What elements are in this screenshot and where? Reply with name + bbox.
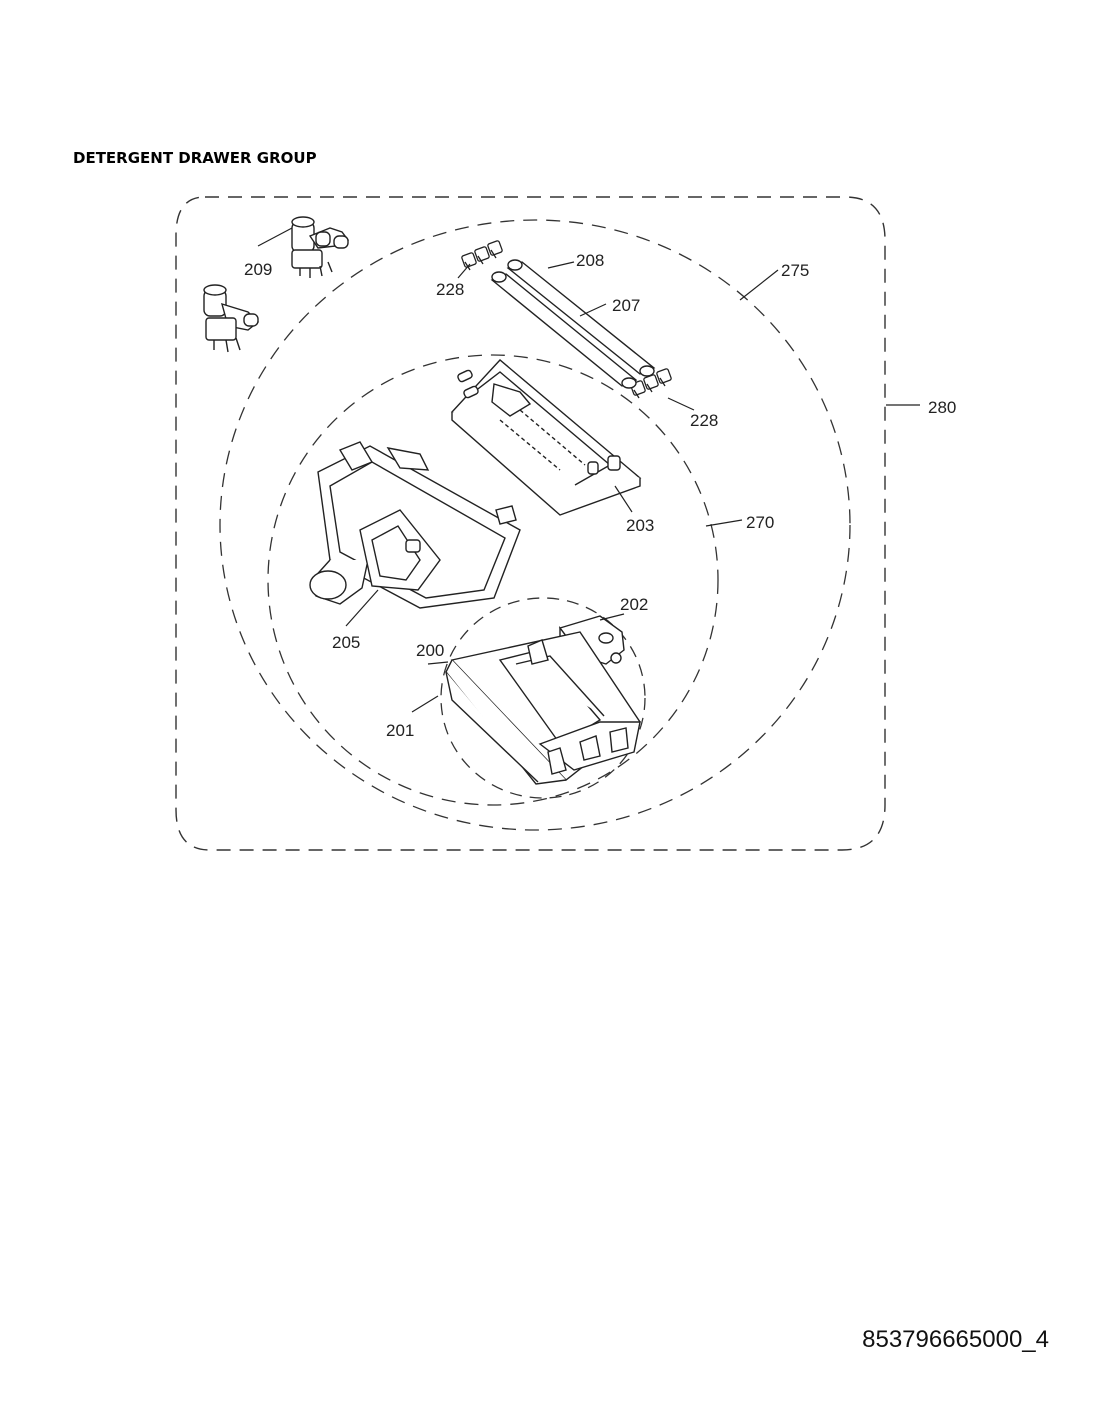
callout-270: 270 (746, 513, 774, 532)
callout-203: 203 (626, 516, 654, 535)
group-circle-275 (219, 219, 851, 831)
callout-209: 209 (244, 260, 272, 279)
group-circle-200 (440, 597, 646, 799)
callout-228-top: 228 (436, 280, 464, 299)
group-boundary-280 (175, 196, 886, 851)
page-title: DETERGENT DRAWER GROUP (73, 149, 317, 167)
callout-228-bottom: 228 (690, 411, 718, 430)
group-circle-270 (267, 354, 719, 806)
callout-201: 201 (386, 721, 414, 740)
callout-202: 202 (620, 595, 648, 614)
hose-clamps-228-top (461, 240, 503, 271)
document-number: 853796665000_4 (862, 1326, 1049, 1353)
drawer-cover-203 (451, 359, 642, 516)
callout-200: 200 (416, 641, 444, 660)
callout-205: 205 (332, 633, 360, 652)
detergent-drawer-200 (445, 631, 641, 785)
drawer-housing-205 (309, 441, 521, 609)
callout-275: 275 (781, 261, 809, 280)
hose-207 (490, 271, 638, 389)
inlet-valve-single-209 (203, 284, 260, 353)
leader-lines (257, 227, 920, 713)
hose-208 (506, 259, 656, 377)
callout-207: 207 (612, 296, 640, 315)
inlet-valve-double-209 (291, 216, 350, 278)
callout-280: 280 (928, 398, 956, 417)
callout-208: 208 (576, 251, 604, 270)
